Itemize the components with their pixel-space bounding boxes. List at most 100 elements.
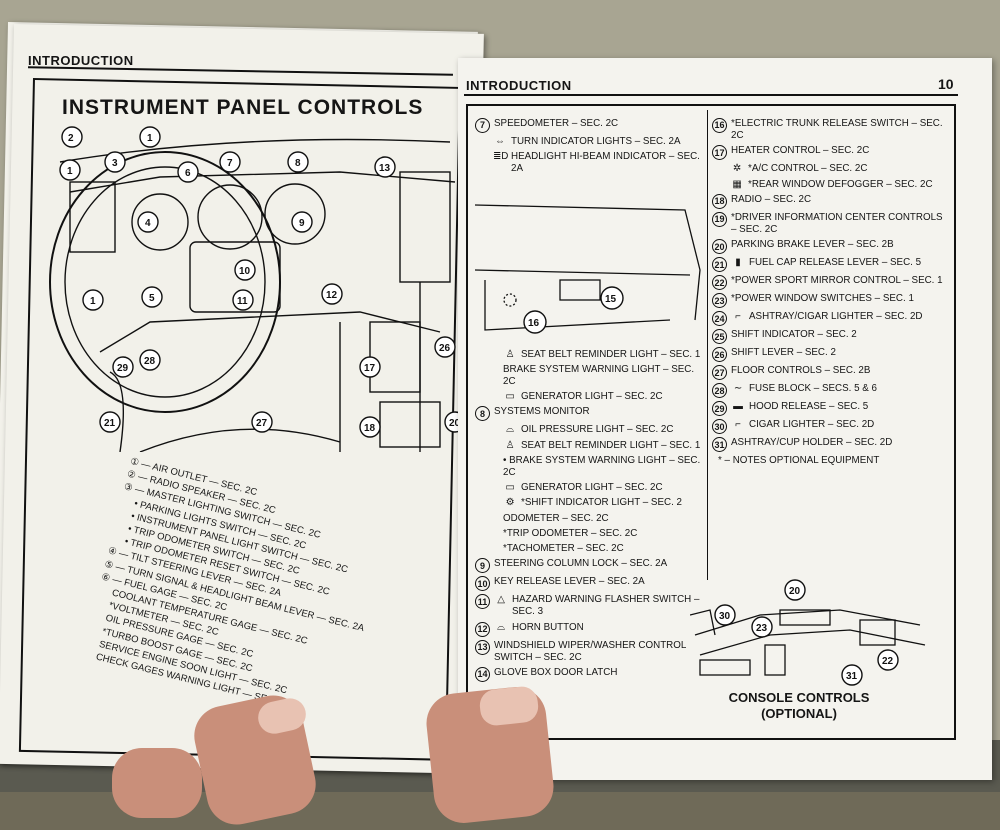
oil-can-icon: ⌓ (506, 424, 514, 436)
list-item: 11△HAZARD WARNING FLASHER SWITCH – SEC. … (475, 594, 703, 618)
item-text: RADIO – SEC. 2C (731, 193, 812, 205)
list-item: 24⌐ASHTRAY/CIGAR LIGHTER – SEC. 2D (712, 311, 947, 327)
callout-number: 10 (475, 576, 490, 592)
list-item: ▦*REAR WINDOW DEFOGGER – SEC. 2C (712, 179, 947, 191)
item-text: FUEL CAP RELEASE LEVER – SEC. 5 (749, 257, 922, 269)
right-column-2: 16*ELECTRIC TRUNK RELEASE SWITCH – SEC. … (712, 118, 947, 470)
list-item: 29 ▬ HOOD RELEASE – SEC. 5 (712, 401, 947, 417)
item-text: *REAR WINDOW DEFOGGER – SEC. 2C (748, 178, 933, 190)
item-text: ASHTRAY/CUP HOLDER – SEC. 2D (731, 437, 893, 449)
list-item: ODOMETER – SEC. 2C (475, 513, 703, 525)
item-text: HOOD RELEASE – SEC. 5 (749, 401, 869, 413)
seat-belt-icon: ♙ (505, 348, 515, 360)
item-text: PARKING BRAKE LEVER – SEC. 2B (731, 239, 894, 251)
svg-text:10: 10 (239, 266, 251, 277)
callout-number: 28 (712, 383, 727, 399)
list-item: 23 *POWER WINDOW SWITCHES – SEC. 1 (712, 293, 947, 309)
item-text: GENERATOR LIGHT – SEC. 2C (521, 482, 663, 494)
svg-text:21: 21 (104, 418, 116, 429)
hazard-triangle-icon: △ (497, 594, 505, 606)
list-item: 21▮FUEL CAP RELEASE LEVER – SEC. 5 (712, 257, 947, 273)
list-item: *TRIP ODOMETER – SEC. 2C (475, 528, 703, 540)
callout-number: 29 (712, 401, 727, 417)
callout-number: 31 (712, 437, 727, 453)
callout-number: 26 (712, 347, 727, 363)
svg-text:20: 20 (789, 586, 801, 597)
right-frame (466, 104, 956, 740)
callout-number: 16 (712, 118, 727, 133)
svg-text:30: 30 (719, 611, 731, 622)
svg-text:1: 1 (147, 133, 153, 144)
callout-number: 11 (475, 594, 490, 610)
item-text: BRAKE SYSTEM WARNING LIGHT – SEC. 2C (503, 363, 695, 388)
turn-arrows-icon: ⇔ (495, 136, 505, 147)
lighter-icon: ⌐ (735, 311, 741, 323)
svg-text:1: 1 (67, 166, 73, 177)
car-hood-icon: ▬ (733, 401, 743, 413)
callout-number: 19 (712, 211, 727, 227)
finger-left (112, 748, 202, 818)
item-text: HEATER CONTROL – SEC. 2C (731, 145, 870, 157)
svg-text:26: 26 (439, 343, 451, 354)
optional-note: * – NOTES OPTIONAL EQUIPMENT (718, 455, 880, 467)
svg-text:11: 11 (237, 296, 248, 307)
shift-icon: ⚙ (505, 497, 515, 509)
svg-text:22: 22 (882, 656, 894, 667)
svg-text:12: 12 (326, 290, 338, 301)
horn-icon: ⌓ (497, 621, 505, 633)
right-header-rule (464, 94, 958, 96)
battery-icon: ▭ (505, 482, 515, 494)
fuse-icon: ∼ (733, 383, 743, 395)
seat-belt-icon: ♙ (505, 439, 515, 451)
svg-text:7: 7 (227, 158, 233, 169)
console-title-line1: CONSOLE CONTROLS (728, 690, 870, 705)
svg-text:18: 18 (364, 423, 376, 434)
item-text: TURN INDICATOR LIGHTS – SEC. 2A (511, 136, 681, 147)
lighter-icon: ⌐ (735, 419, 741, 431)
callout-number: 23 (712, 293, 727, 309)
callout-number: 30 (712, 419, 727, 435)
item-text: ASHTRAY/CIGAR LIGHTER – SEC. 2D (749, 311, 923, 323)
svg-text:6: 6 (185, 168, 191, 179)
item-text: SEAT BELT REMINDER LIGHT – SEC. 1 (521, 348, 701, 360)
list-item: ♙ SEAT BELT REMINDER LIGHT – SEC. 1 (475, 440, 703, 452)
right-header: INTRODUCTION (466, 78, 572, 93)
item-text: *POWER SPORT MIRROR CONTROL – SEC. 1 (731, 275, 943, 287)
list-item: *TACHOMETER – SEC. 2C (475, 543, 703, 555)
list-item: 28∼FUSE BLOCK – SECS. 5 & 6 (712, 383, 947, 399)
list-item: 12⌓HORN BUTTON (475, 621, 703, 637)
svg-text:27: 27 (256, 418, 268, 429)
instrument-panel-title: INSTRUMENT PANEL CONTROLS (62, 96, 424, 119)
svg-text:17: 17 (364, 363, 376, 374)
left-header: INTRODUCTION (28, 53, 134, 68)
list-item: ♙ SEAT BELT REMINDER LIGHT – SEC. 1 (475, 349, 703, 361)
item-text: HEADLIGHT HI-BEAM INDICATOR – SEC. 2A (511, 151, 700, 175)
item-text: SEAT BELT REMINDER LIGHT – SEC. 1 (521, 439, 701, 451)
svg-text:2: 2 (68, 133, 74, 144)
callout-number: 13 (475, 639, 490, 655)
svg-text:3: 3 (112, 158, 118, 169)
item-text: *TRIP ODOMETER – SEC. 2C (503, 527, 638, 539)
item-text: • BRAKE SYSTEM WARNING LIGHT – SEC. 2C (503, 454, 701, 479)
page-number: 10 (938, 76, 954, 92)
fan-icon: ✲ (732, 163, 742, 175)
item-text: GLOVE BOX DOOR LATCH (494, 667, 618, 679)
item-text: ODOMETER – SEC. 2C (503, 512, 609, 524)
item-text: OIL PRESSURE LIGHT – SEC. 2C (521, 424, 674, 436)
item-text: *SHIFT INDICATOR LIGHT – SEC. 2 (521, 497, 682, 509)
svg-text:5: 5 (149, 293, 155, 304)
diagram-spacer (475, 179, 703, 349)
svg-text:16: 16 (528, 318, 540, 329)
item-text: *POWER WINDOW SWITCHES – SEC. 1 (731, 293, 914, 305)
list-item: • BRAKE SYSTEM WARNING LIGHT – SEC. 2C (475, 455, 703, 479)
